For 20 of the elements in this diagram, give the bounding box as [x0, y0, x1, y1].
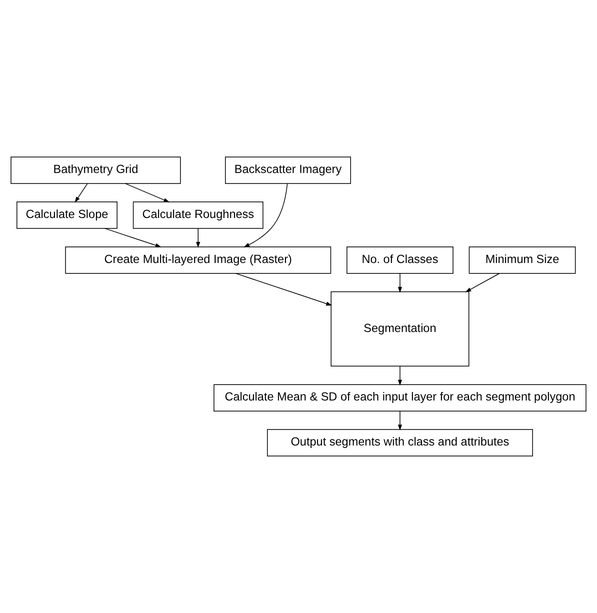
node-box: Calculate Slope	[16, 202, 118, 229]
node-box: Calculate Roughness	[132, 202, 264, 229]
arrow	[465, 273, 500, 292]
arrow	[104, 228, 162, 248]
arrow	[398, 273, 402, 293]
node-box: Output segments with class and attributes	[267, 429, 533, 456]
arrow	[398, 366, 402, 386]
node-box: Segmentation	[330, 291, 470, 367]
node-box: Bathymetry Grid	[10, 156, 181, 184]
arrow	[244, 183, 288, 248]
node-box: No. of Classes	[346, 246, 454, 274]
node-box: Calculate Mean & SD of each input layer for each segment polygon	[214, 384, 586, 412]
node-box: Create Multi-layered Image (Raster)	[65, 246, 332, 274]
node-box: Minimum Size	[468, 246, 576, 274]
arrow	[398, 410, 402, 430]
arrow	[74, 183, 88, 203]
arrow	[196, 228, 200, 248]
arrow	[124, 183, 170, 202]
arrow	[235, 273, 332, 306]
node-box: Backscatter Imagery	[225, 156, 351, 184]
